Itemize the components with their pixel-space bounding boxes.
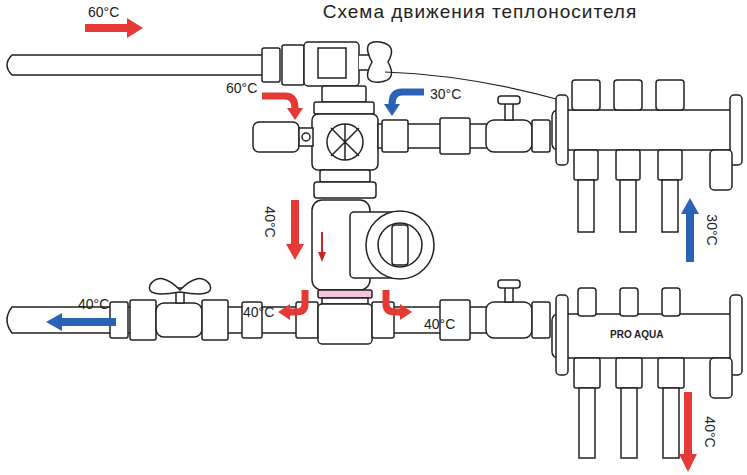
temperature-label: 60°C: [88, 4, 119, 20]
diagram-title: Схема движения теплоносителя: [323, 1, 637, 23]
temperature-label: 40°C: [424, 316, 455, 332]
temperature-label: 40°C: [702, 416, 718, 447]
temperature-label: 40°C: [262, 206, 278, 237]
temperature-label: 30°C: [430, 86, 461, 102]
temperature-label: 40°C: [243, 304, 274, 320]
temperature-label: 30°C: [704, 214, 720, 245]
brand-label: PRO AQUA: [608, 329, 666, 341]
temperature-label: 60°C: [226, 80, 257, 96]
temperature-label: 40°C: [78, 296, 109, 312]
